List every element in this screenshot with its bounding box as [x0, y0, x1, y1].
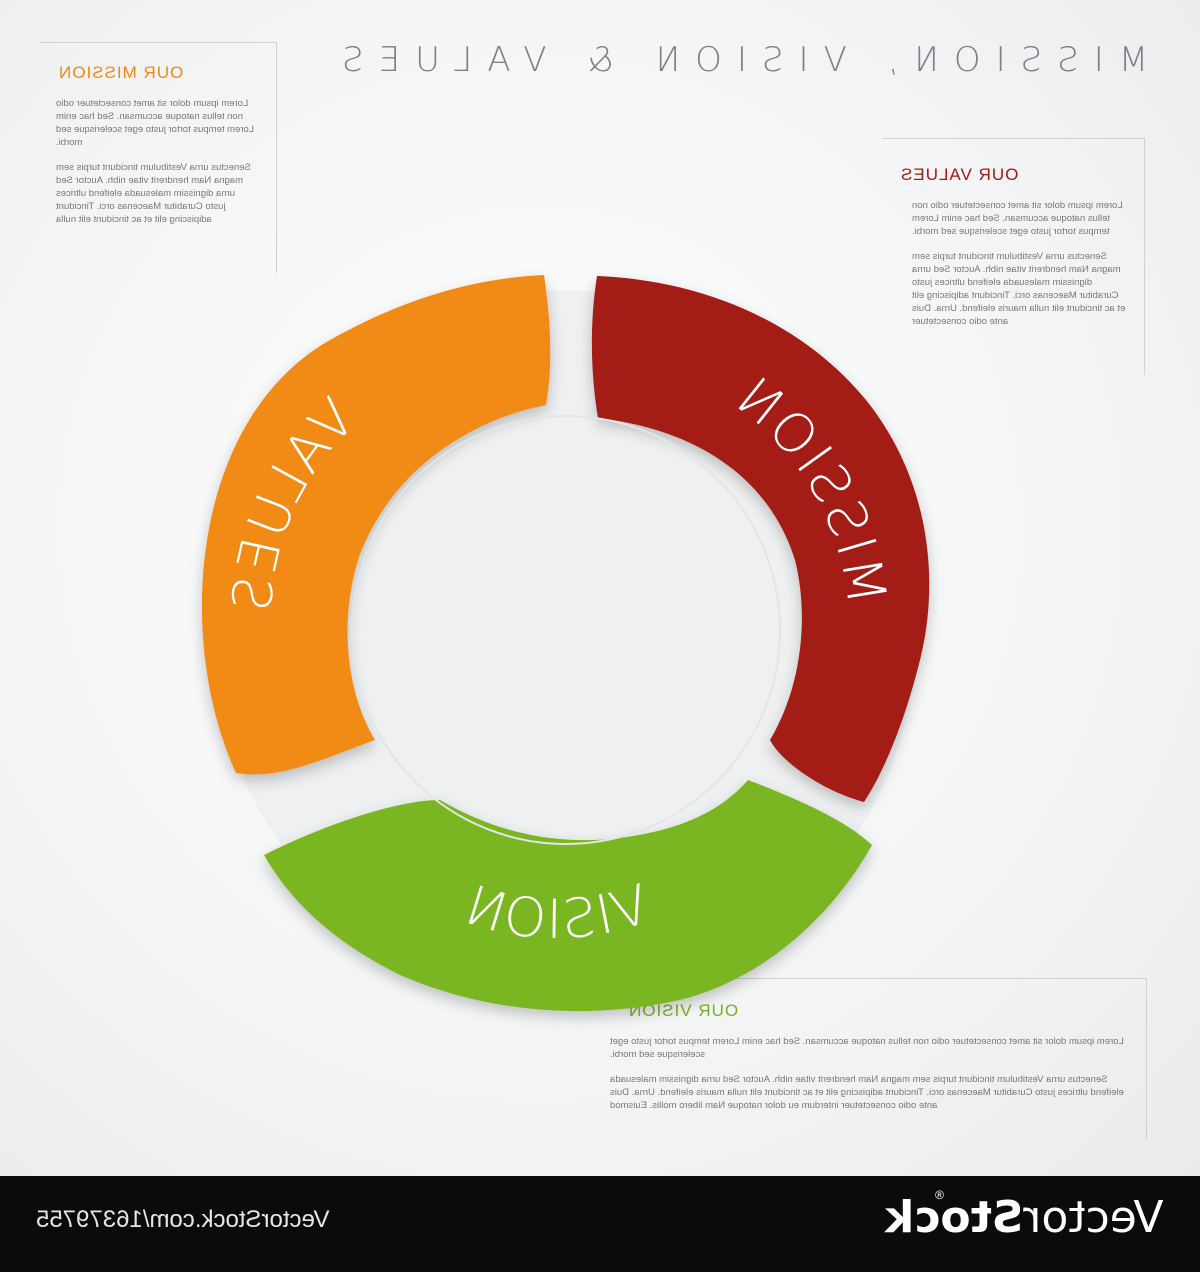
values-info-box: OUR VALUES Lorem ipsum dolor sit amet co…	[882, 138, 1145, 375]
mission-segment	[201, 275, 551, 775]
registered-mark: ®	[935, 1188, 944, 1202]
mission-info-box: OUR MISSION Lorem ipsum dolor sit amet c…	[40, 42, 277, 273]
vectorstock-logo: VectorStock	[885, 1192, 1164, 1243]
footer-url: VectorStock.com/16379755	[36, 1206, 330, 1233]
vision-segment	[264, 780, 872, 1012]
values-segment	[591, 276, 930, 802]
footer-bar: VectorStock.com/16379755 ® VectorStock	[0, 1176, 1200, 1272]
logo-text-bold: Stock	[885, 1192, 1024, 1243]
vision-info-box: OUR VISION Lorem ipsum dolor sit amet co…	[610, 978, 1147, 1139]
inner-circle	[351, 415, 781, 845]
logo-text-light: Vector	[1023, 1192, 1164, 1243]
cycle-diagram: MISSION VALUES VISION	[201, 275, 930, 1012]
